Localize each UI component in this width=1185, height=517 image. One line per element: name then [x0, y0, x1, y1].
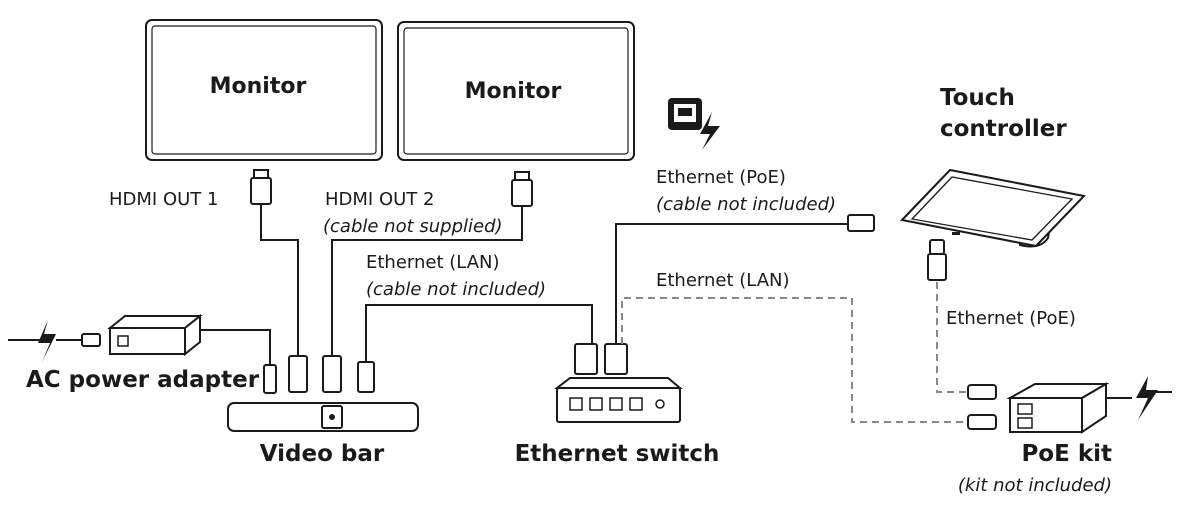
poe-kit — [1006, 382, 1110, 434]
poe-kit-plug-1 — [967, 384, 997, 400]
ethernet-poe-label-1: Ethernet (PoE) — [656, 167, 786, 188]
touch-controller-plug — [927, 253, 947, 281]
hdmi-out-2-label: HDMI OUT 2 — [325, 189, 434, 210]
hdmi-out-1-label: HDMI OUT 1 — [109, 189, 218, 210]
poe-kit-power-icon — [1136, 376, 1158, 420]
mains-power-icon — [38, 320, 56, 362]
poe-icon — [668, 98, 720, 150]
ethernet-lan-cable-1 — [365, 304, 593, 362]
hdmi-cable-2 — [331, 206, 523, 360]
ethernet-poe-label-2: Ethernet (PoE) — [946, 308, 1076, 329]
ethernet-lan-cable-2 — [621, 297, 968, 423]
hdmi-connector-monitor-2 — [511, 171, 533, 207]
switch-plug-1 — [574, 343, 598, 375]
ethernet-switch-label: Ethernet switch — [515, 441, 720, 467]
ac-power-adapter-label: AC power adapter — [26, 367, 260, 393]
ethernet-plug-touch-controller — [847, 214, 875, 232]
ethernet-poe-cable-1 — [615, 223, 848, 344]
ethernet-plug-videobar — [357, 361, 375, 393]
poe-kit-label: PoE kit — [1021, 441, 1112, 467]
touch-controller-label-line2: controller — [940, 116, 1067, 142]
ethernet-poe-cable-2 — [936, 282, 968, 393]
cable-not-included-label-2: (cable not included) — [656, 194, 836, 215]
hdmi-plug-1 — [288, 355, 308, 393]
ethernet-lan-label-1: Ethernet (LAN) — [366, 252, 500, 273]
ethernet-switch — [554, 343, 683, 423]
monitor-1: Monitor — [145, 19, 383, 161]
video-bar — [227, 402, 419, 432]
video-bar-label: Video bar — [260, 441, 385, 467]
power-cable — [200, 329, 271, 365]
monitor-2-label: Monitor — [465, 79, 562, 104]
cable-not-supplied-label: (cable not supplied) — [323, 216, 503, 237]
switch-plug-2 — [604, 343, 628, 375]
monitor-2: Monitor — [397, 21, 635, 161]
hdmi-plug-2 — [322, 355, 342, 393]
cable-not-included-label-1: (cable not included) — [366, 279, 546, 300]
ac-power-adapter — [107, 313, 203, 357]
hdmi-connector-monitor-1 — [250, 169, 272, 205]
poe-kit-plug-2 — [967, 414, 997, 430]
ethernet-lan-label-2: Ethernet (LAN) — [656, 270, 790, 291]
monitor-1-label: Monitor — [210, 74, 307, 99]
power-plug — [263, 364, 277, 394]
touch-controller-label-line1: Touch — [940, 85, 1015, 111]
mains-plug — [81, 333, 101, 347]
touch-controller-connector — [929, 239, 945, 255]
touch-controller — [900, 168, 1086, 248]
hdmi-cable-1 — [260, 204, 299, 360]
kit-not-included-label: (kit not included) — [958, 475, 1112, 496]
